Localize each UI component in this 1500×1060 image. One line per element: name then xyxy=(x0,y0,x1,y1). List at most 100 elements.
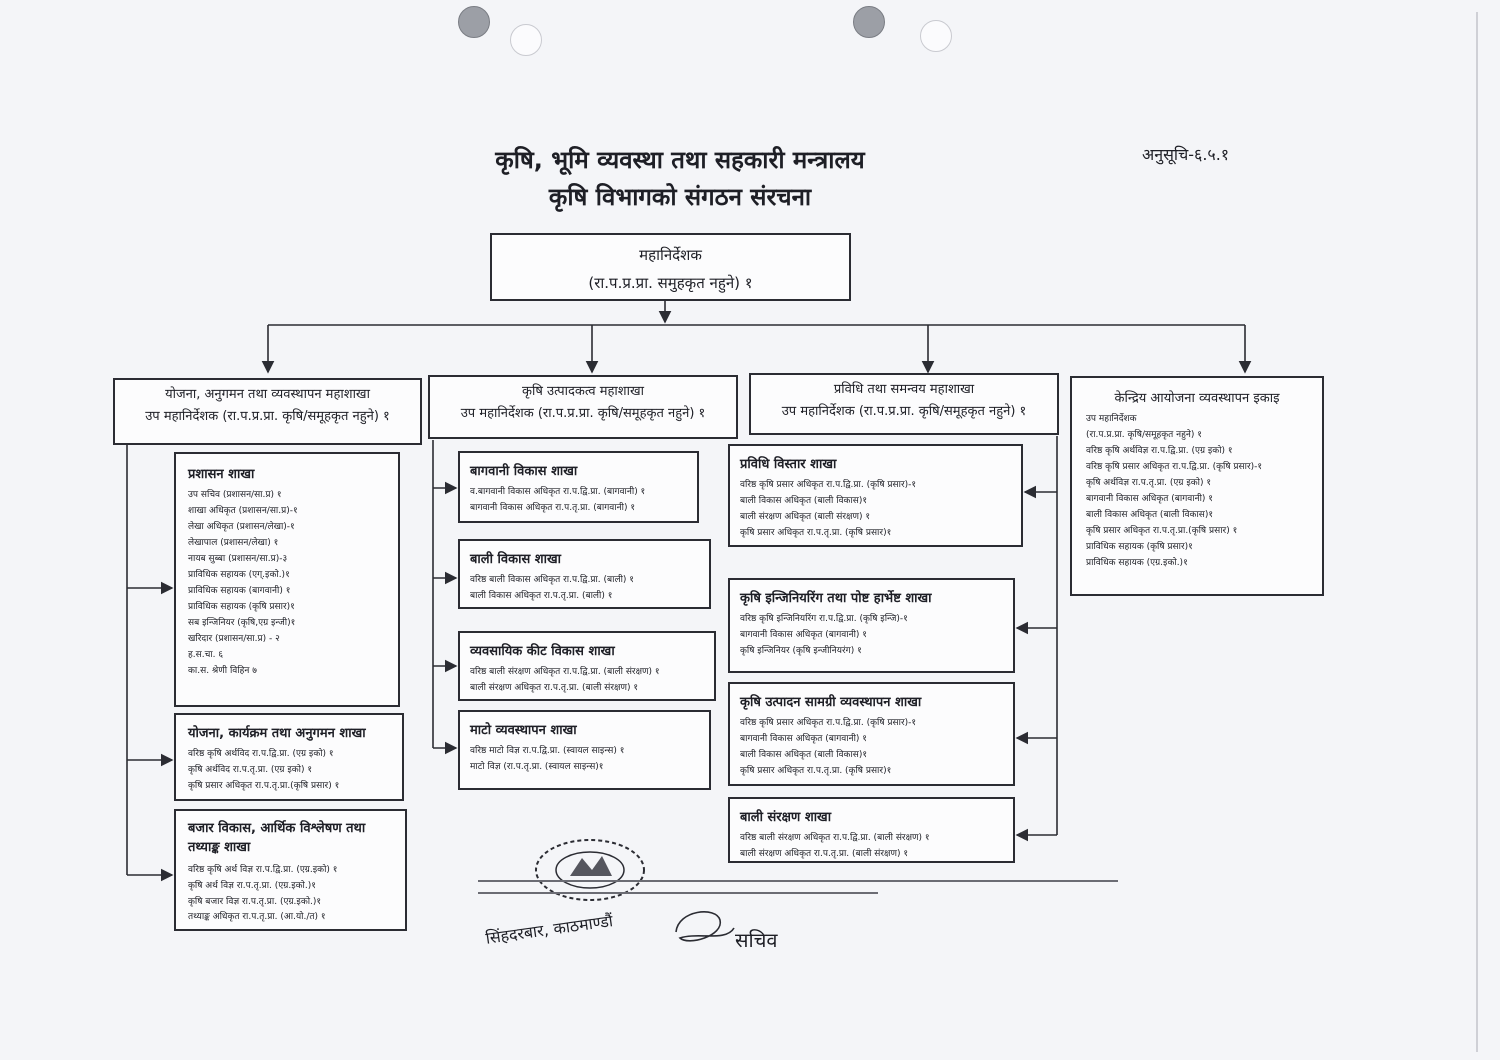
section-line: कृषि बजार विज्ञ रा.प.तृ.प्रा. (एग्र.इको.… xyxy=(188,897,322,907)
unit-name: केन्द्रिय आयोजना व्यवस्थापन इकाइ xyxy=(1114,391,1280,406)
approval-note xyxy=(478,880,1118,882)
section-market-development: बजार विकास, आर्थिक विश्लेषण तथा तथ्याङ्क… xyxy=(174,809,407,931)
section-name: बाली विकास शाखा xyxy=(470,552,561,567)
section-input-management: कृषि उत्पादन सामग्री व्यवस्थापन शाखा वरि… xyxy=(728,682,1015,786)
unit-line: कृषि प्रसार अधिकृत रा.प.तृ.प्रा.(कृषि प्… xyxy=(1086,526,1238,536)
division-productivity-header: कृषि उत्पादकत्व महाशाखा उप महानिर्देशक (… xyxy=(428,375,738,439)
section-name: योजना, कार्यक्रम तथा अनुगमन शाखा xyxy=(188,726,366,741)
section-line: ह.स.चा. ६ xyxy=(188,650,224,660)
section-line: वरिष्ठ कृषि प्रसार अधिकृत रा.प.द्वि.प्रा… xyxy=(740,718,917,728)
section-line: उप सचिव (प्रशासन/सा.प्र) १ xyxy=(188,490,282,500)
unit-line: वरिष्ठ कृषि अर्थविज्ञ रा.प.द्वि.प्रा. (ए… xyxy=(1086,446,1233,456)
section-line: बाली संरक्षण अधिकृत रा.प.तृ.प्रा. (बाली … xyxy=(470,683,639,693)
section-name: व्यवसायिक कीट विकास शाखा xyxy=(470,644,615,659)
signature-icon xyxy=(675,911,735,942)
central-project-unit-box: केन्द्रिय आयोजना व्यवस्थापन इकाइ उप महान… xyxy=(1070,376,1324,596)
division-head: उप महानिर्देशक (रा.प.प्र.प्रा. कृषि/समूह… xyxy=(460,406,706,421)
official-seal-icon xyxy=(535,839,645,901)
section-line: कृषि इन्जिनियर (कृषि इन्जीनियरंग) १ xyxy=(740,646,862,656)
section-line: प्राविधिक सहायक (बागवानी) १ xyxy=(188,586,291,596)
section-line: माटो विज्ञ (रा.प.तृ.प्रा. (स्वायल साइन्स… xyxy=(470,762,604,772)
section-technology-extension: प्रविधि विस्तार शाखा वरिष्ठ कृषि प्रसार … xyxy=(728,444,1023,547)
unit-line: बागवानी विकास अधिकृत (बागवानी) १ xyxy=(1086,494,1213,504)
division-technology-header: प्रविधि तथा समन्वय महाशाखा उप महानिर्देश… xyxy=(749,373,1059,435)
punch-hole-right-outline xyxy=(920,20,952,52)
division-head: उप महानिर्देशक (रा.प.प्र.प्रा. कृषि/समूह… xyxy=(145,409,390,424)
section-name: कृषि उत्पादन सामग्री व्यवस्थापन शाखा xyxy=(740,695,922,710)
division-head: उप महानिर्देशक (रा.प.प्र.प्रा. कृषि/समूह… xyxy=(781,404,1027,419)
division-planning-header: योजना, अनुगमन तथा व्यवस्थापन महाशाखा उप … xyxy=(113,378,422,445)
section-name: बागवानी विकास शाखा xyxy=(470,464,578,479)
section-line: कृषि अर्थविद रा.प.तृ.प्रा. (एग्र इको) १ xyxy=(188,765,313,775)
section-name: बाली संरक्षण शाखा xyxy=(740,810,832,825)
division-name: प्रविधि तथा समन्वय महाशाखा xyxy=(833,382,975,397)
section-line: बाली विकास अधिकृत रा.प.तृ.प्रा. (बाली) १ xyxy=(470,591,613,601)
unit-line: प्राविधिक सहायक (एग्र.इको.)१ xyxy=(1086,558,1188,568)
section-line: का.स. श्रेणी विहिन ७ xyxy=(188,666,257,676)
section-line: कृषि प्रसार अधिकृत रा.प.तृ.प्रा. (कृषि प… xyxy=(740,766,892,776)
section-line: वरिष्ठ माटो विज्ञ रा.प.द्वि.प्रा. (स्वाय… xyxy=(470,746,625,756)
director-general-title: महानिर्देशक xyxy=(639,246,702,264)
unit-line: कृषि अर्थविज्ञ रा.प.तृ.प्रा. (एग्र इको) … xyxy=(1086,478,1212,488)
section-line: वरिष्ठ कृषि अर्थविद रा.प.द्वि.प्रा. (एग्… xyxy=(188,749,334,759)
section-line: वरिष्ठ कृषि इन्जिनियरिंग रा.प.द्वि.प्रा.… xyxy=(740,614,908,624)
section-line: प्राविधिक सहायक (एग्.इको.)१ xyxy=(188,570,290,580)
section-line: कृषि प्रसार अधिकृत रा.प.तृ.प्रा.(कृषि प्… xyxy=(188,781,340,791)
section-line: नायब सुब्बा (प्रशासन/सा.प्र)-३ xyxy=(188,554,288,564)
section-line: वरिष्ठ कृषि प्रसार अधिकृत रा.प.द्वि.प्रा… xyxy=(740,480,917,490)
section-line: व.बागवानी विकास अधिकृत रा.प.द्वि.प्रा. (… xyxy=(470,487,646,497)
section-line: बाली विकास अधिकृत (बाली विकास)१ xyxy=(740,496,868,506)
section-horticulture: बागवानी विकास शाखा व.बागवानी विकास अधिकृ… xyxy=(458,451,699,523)
section-line: बागवानी विकास अधिकृत (बागवानी) १ xyxy=(740,734,867,744)
division-name: योजना, अनुगमन तथा व्यवस्थापन महाशाखा xyxy=(165,387,370,402)
section-line: लेखापाल (प्रशासन/लेखा) १ xyxy=(188,538,279,548)
section-line: तथ्याङ्क अधिकृत रा.प.तृ.प्रा. (आ.यो./त) … xyxy=(188,912,326,922)
section-administration: प्रशासन शाखा उप सचिव (प्रशासन/सा.प्र) १ … xyxy=(174,452,400,707)
director-general-box: महानिर्देशक (रा.प.प्र.प्रा. समुहकृत नहुन… xyxy=(490,233,851,301)
section-line: प्राविधिक सहायक (कृषि प्रसार)१ xyxy=(188,602,295,612)
section-line: वरिष्ठ बाली विकास अधिकृत रा.प.द्वि.प्रा.… xyxy=(470,575,634,585)
punch-hole-left xyxy=(458,6,490,38)
section-line: वरिष्ठ बाली संरक्षण अधिकृत रा.प.द्वि.प्र… xyxy=(470,667,660,677)
section-agri-engineering: कृषि इन्जिनियरिंग तथा पोष्ट हार्भेष्ट शा… xyxy=(728,578,1015,673)
signatory-title: सचिव xyxy=(735,928,778,952)
section-commercial-insect: व्यवसायिक कीट विकास शाखा वरिष्ठ बाली संर… xyxy=(458,631,716,701)
section-line: बागवानी विकास अधिकृत रा.प.तृ.प्रा. (बागव… xyxy=(470,503,635,513)
section-crop-development: बाली विकास शाखा वरिष्ठ बाली विकास अधिकृत… xyxy=(458,539,711,609)
unit-line: बाली विकास अधिकृत (बाली विकास)१ xyxy=(1086,510,1214,520)
section-line: बाली संरक्षण अधिकृत (बाली संरक्षण) १ xyxy=(740,512,871,522)
unit-line: वरिष्ठ कृषि प्रसार अधिकृत रा.प.द्वि.प्रा… xyxy=(1086,462,1263,472)
section-soil-management: माटो व्यवस्थापन शाखा वरिष्ठ माटो विज्ञ र… xyxy=(458,710,711,790)
section-line: कृषि अर्थ विज्ञ रा.प.तृ.प्रा. (एग्र.इको.… xyxy=(188,881,316,891)
unit-line: (रा.प.प्र.प्रा. कृषि/समूहकृत नहुने) १ xyxy=(1086,430,1202,440)
section-name: प्रविधि विस्तार शाखा xyxy=(740,457,837,472)
page-edge xyxy=(1476,12,1478,1052)
section-line: वरिष्ठ बाली संरक्षण अधिकृत रा.प.द्वि.प्र… xyxy=(740,833,930,843)
chart-title: कृषि विभागको संगठन संरचना xyxy=(548,183,812,211)
section-name: माटो व्यवस्थापन शाखा xyxy=(470,723,577,738)
director-general-subtitle: (रा.प.प्र.प्रा. समुहकृत नहुने) १ xyxy=(588,274,753,292)
section-line: कृषि प्रसार अधिकृत रा.प.तृ.प्रा. (कृषि प… xyxy=(740,528,892,538)
section-line: सब इन्जिनियर (कृषि,एग्र इन्जी)१ xyxy=(188,618,296,628)
section-line: लेखा अधिकृत (प्रशासन/लेखा)-१ xyxy=(188,522,295,532)
unit-line: प्राविधिक सहायक (कृषि प्रसार)१ xyxy=(1086,542,1193,552)
section-line: बाली विकास अधिकृत (बाली विकास)१ xyxy=(740,750,868,760)
ministry-title: कृषि, भूमि व्यवस्था तथा सहकारी मन्त्रालय xyxy=(495,146,865,174)
division-name: कृषि उत्पादकत्व महाशाखा xyxy=(522,384,644,399)
section-name: कृषि इन्जिनियरिंग तथा पोष्ट हार्भेष्ट शा… xyxy=(740,591,932,606)
punch-hole-right xyxy=(853,6,885,38)
section-name: बजार विकास, आर्थिक विश्लेषण तथा तथ्याङ्क… xyxy=(188,821,366,855)
section-name: प्रशासन शाखा xyxy=(188,467,255,482)
punch-hole-left-outline xyxy=(510,24,542,56)
section-planning-monitoring: योजना, कार्यक्रम तथा अनुगमन शाखा वरिष्ठ … xyxy=(174,713,404,801)
section-line: वरिष्ठ कृषि अर्थ विज्ञ रा.प.द्वि.प्रा. (… xyxy=(188,865,338,875)
annex-label: अनुसूचि-६.५.१ xyxy=(1142,145,1230,164)
section-line: बागवानी विकास अधिकृत (बागवानी) १ xyxy=(740,630,867,640)
section-crop-protection: बाली संरक्षण शाखा वरिष्ठ बाली संरक्षण अध… xyxy=(728,797,1015,863)
unit-head: उप महानिर्देशक xyxy=(1086,414,1137,424)
approval-note xyxy=(478,892,878,894)
section-line: शाखा अधिकृत (प्रशासन/सा.प्र)-१ xyxy=(188,506,298,516)
section-line: बाली संरक्षण अधिकृत रा.प.तृ.प्रा. (बाली … xyxy=(740,849,909,859)
